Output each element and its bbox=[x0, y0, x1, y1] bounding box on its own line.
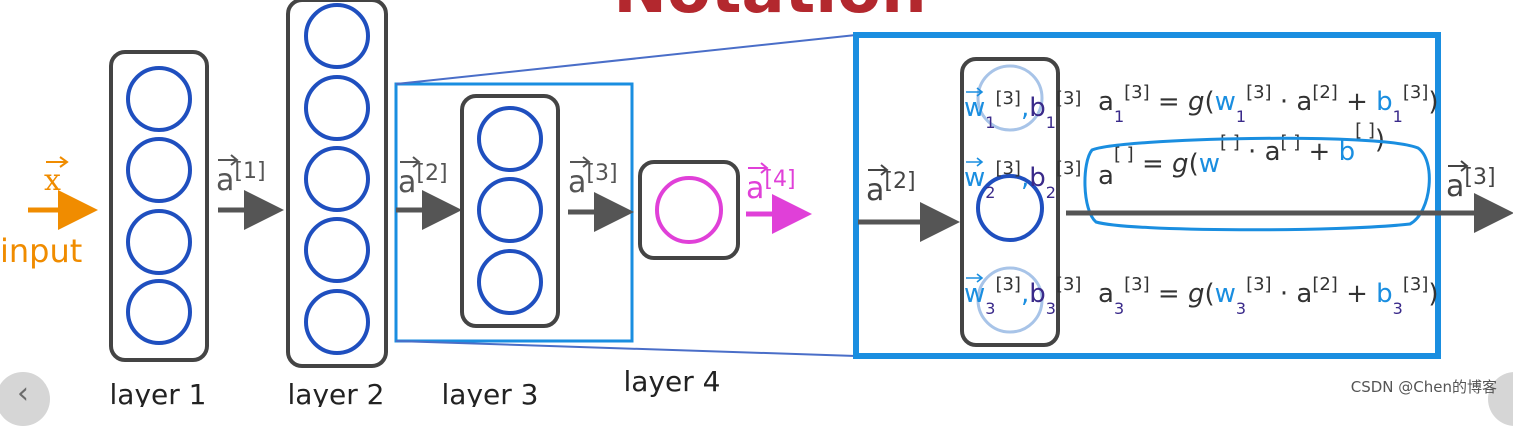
neuron bbox=[477, 106, 543, 172]
layer-3-neurons bbox=[477, 106, 543, 315]
neuron bbox=[477, 249, 543, 315]
neuron bbox=[304, 289, 370, 355]
output-neuron bbox=[655, 176, 723, 244]
input-vector-arrow-icon bbox=[46, 156, 69, 168]
activation-a3-label: a[3] bbox=[568, 161, 618, 200]
handdrawn-highlight bbox=[1083, 136, 1431, 232]
svg-text:w3[3],b3[3]: w3[3],b3[3] bbox=[964, 274, 1081, 318]
neural-network-diagram: Notation x input layer 1 a[1] layer 2 a[… bbox=[0, 0, 1513, 407]
zoom-input-vector-arrow-icon bbox=[868, 164, 889, 176]
equation-3: a3[3] = g(w3[3] · a[2] + b3[3]) bbox=[1098, 274, 1439, 318]
page-title: Notation bbox=[613, 0, 926, 28]
equation-2: a[ ] = g(w[ ] · a[ ] + b[ ]) bbox=[1098, 120, 1385, 191]
zoom-params: w1[3],b1[3] w2[3],b2[3] w3[3],b3[3] bbox=[964, 87, 1081, 318]
neuron bbox=[126, 279, 192, 345]
watermark: CSDN @Chen的博客 bbox=[1350, 378, 1497, 396]
neuron bbox=[304, 146, 370, 212]
w-vector-arrow-icon bbox=[966, 157, 984, 167]
layer-1-box bbox=[109, 50, 209, 362]
zoom-input-label: a[2] bbox=[866, 169, 916, 208]
neuron bbox=[477, 177, 543, 243]
zoom-layer-box bbox=[960, 57, 1060, 347]
zoom-line-bottom bbox=[395, 340, 857, 357]
svg-text:w2[3],b2[3]: w2[3],b2[3] bbox=[964, 158, 1081, 202]
activation-a1-label: a[1] bbox=[216, 159, 266, 198]
equation-1: a1[3] = g(w1[3] · a[2] + b1[3]) bbox=[1098, 82, 1439, 126]
neuron bbox=[976, 266, 1044, 334]
neuron bbox=[976, 64, 1044, 132]
layer-2-label: layer 2 bbox=[288, 378, 385, 407]
neuron bbox=[304, 75, 370, 141]
layer-2-box bbox=[286, 0, 388, 368]
neuron bbox=[126, 66, 192, 132]
zoom-line-top bbox=[395, 34, 857, 85]
layer-4-label: layer 4 bbox=[624, 365, 721, 398]
activation-a4-label: a[4] bbox=[746, 167, 796, 206]
layer-2-neurons bbox=[304, 3, 370, 355]
input-vector-label: x bbox=[44, 163, 61, 198]
chevron-left-icon: ‹ bbox=[17, 376, 29, 411]
layer-4-box bbox=[638, 160, 740, 260]
w-vector-arrow-icon bbox=[966, 87, 984, 97]
a3-vector-arrow-icon bbox=[570, 156, 591, 168]
zoom-output-label: a[3] bbox=[1446, 165, 1496, 204]
svg-text:w1[3],b1[3]: w1[3],b1[3] bbox=[964, 88, 1081, 132]
zoom-output-vector-arrow-icon bbox=[1448, 160, 1469, 172]
a2-vector-arrow-icon bbox=[400, 156, 421, 168]
layer-1-label: layer 1 bbox=[110, 378, 207, 407]
activation-a2-label: a[2] bbox=[398, 161, 448, 200]
param-row-3: w3[3],b3[3] bbox=[964, 273, 1081, 318]
zoom-equations: a1[3] = g(w1[3] · a[2] + b1[3]) a[ ] = g… bbox=[1098, 82, 1439, 318]
neuron bbox=[126, 137, 192, 203]
neuron bbox=[304, 3, 370, 69]
input-label: input bbox=[0, 232, 82, 270]
zoom-neurons bbox=[976, 64, 1044, 334]
layer-3-box bbox=[460, 94, 560, 328]
w-vector-arrow-icon bbox=[966, 273, 984, 283]
layer-3-label: layer 3 bbox=[442, 378, 539, 407]
zoom-frame bbox=[853, 32, 1441, 359]
neuron bbox=[976, 174, 1044, 242]
param-row-1: w1[3],b1[3] bbox=[964, 87, 1081, 132]
neuron bbox=[304, 217, 370, 283]
layer-1-neurons bbox=[126, 66, 192, 345]
a4-vector-arrow-icon bbox=[748, 162, 769, 174]
prev-slide-button[interactable]: ‹ bbox=[0, 372, 50, 426]
param-row-2: w2[3],b2[3] bbox=[964, 157, 1081, 202]
neuron bbox=[126, 209, 192, 275]
a1-vector-arrow-icon bbox=[218, 154, 239, 166]
